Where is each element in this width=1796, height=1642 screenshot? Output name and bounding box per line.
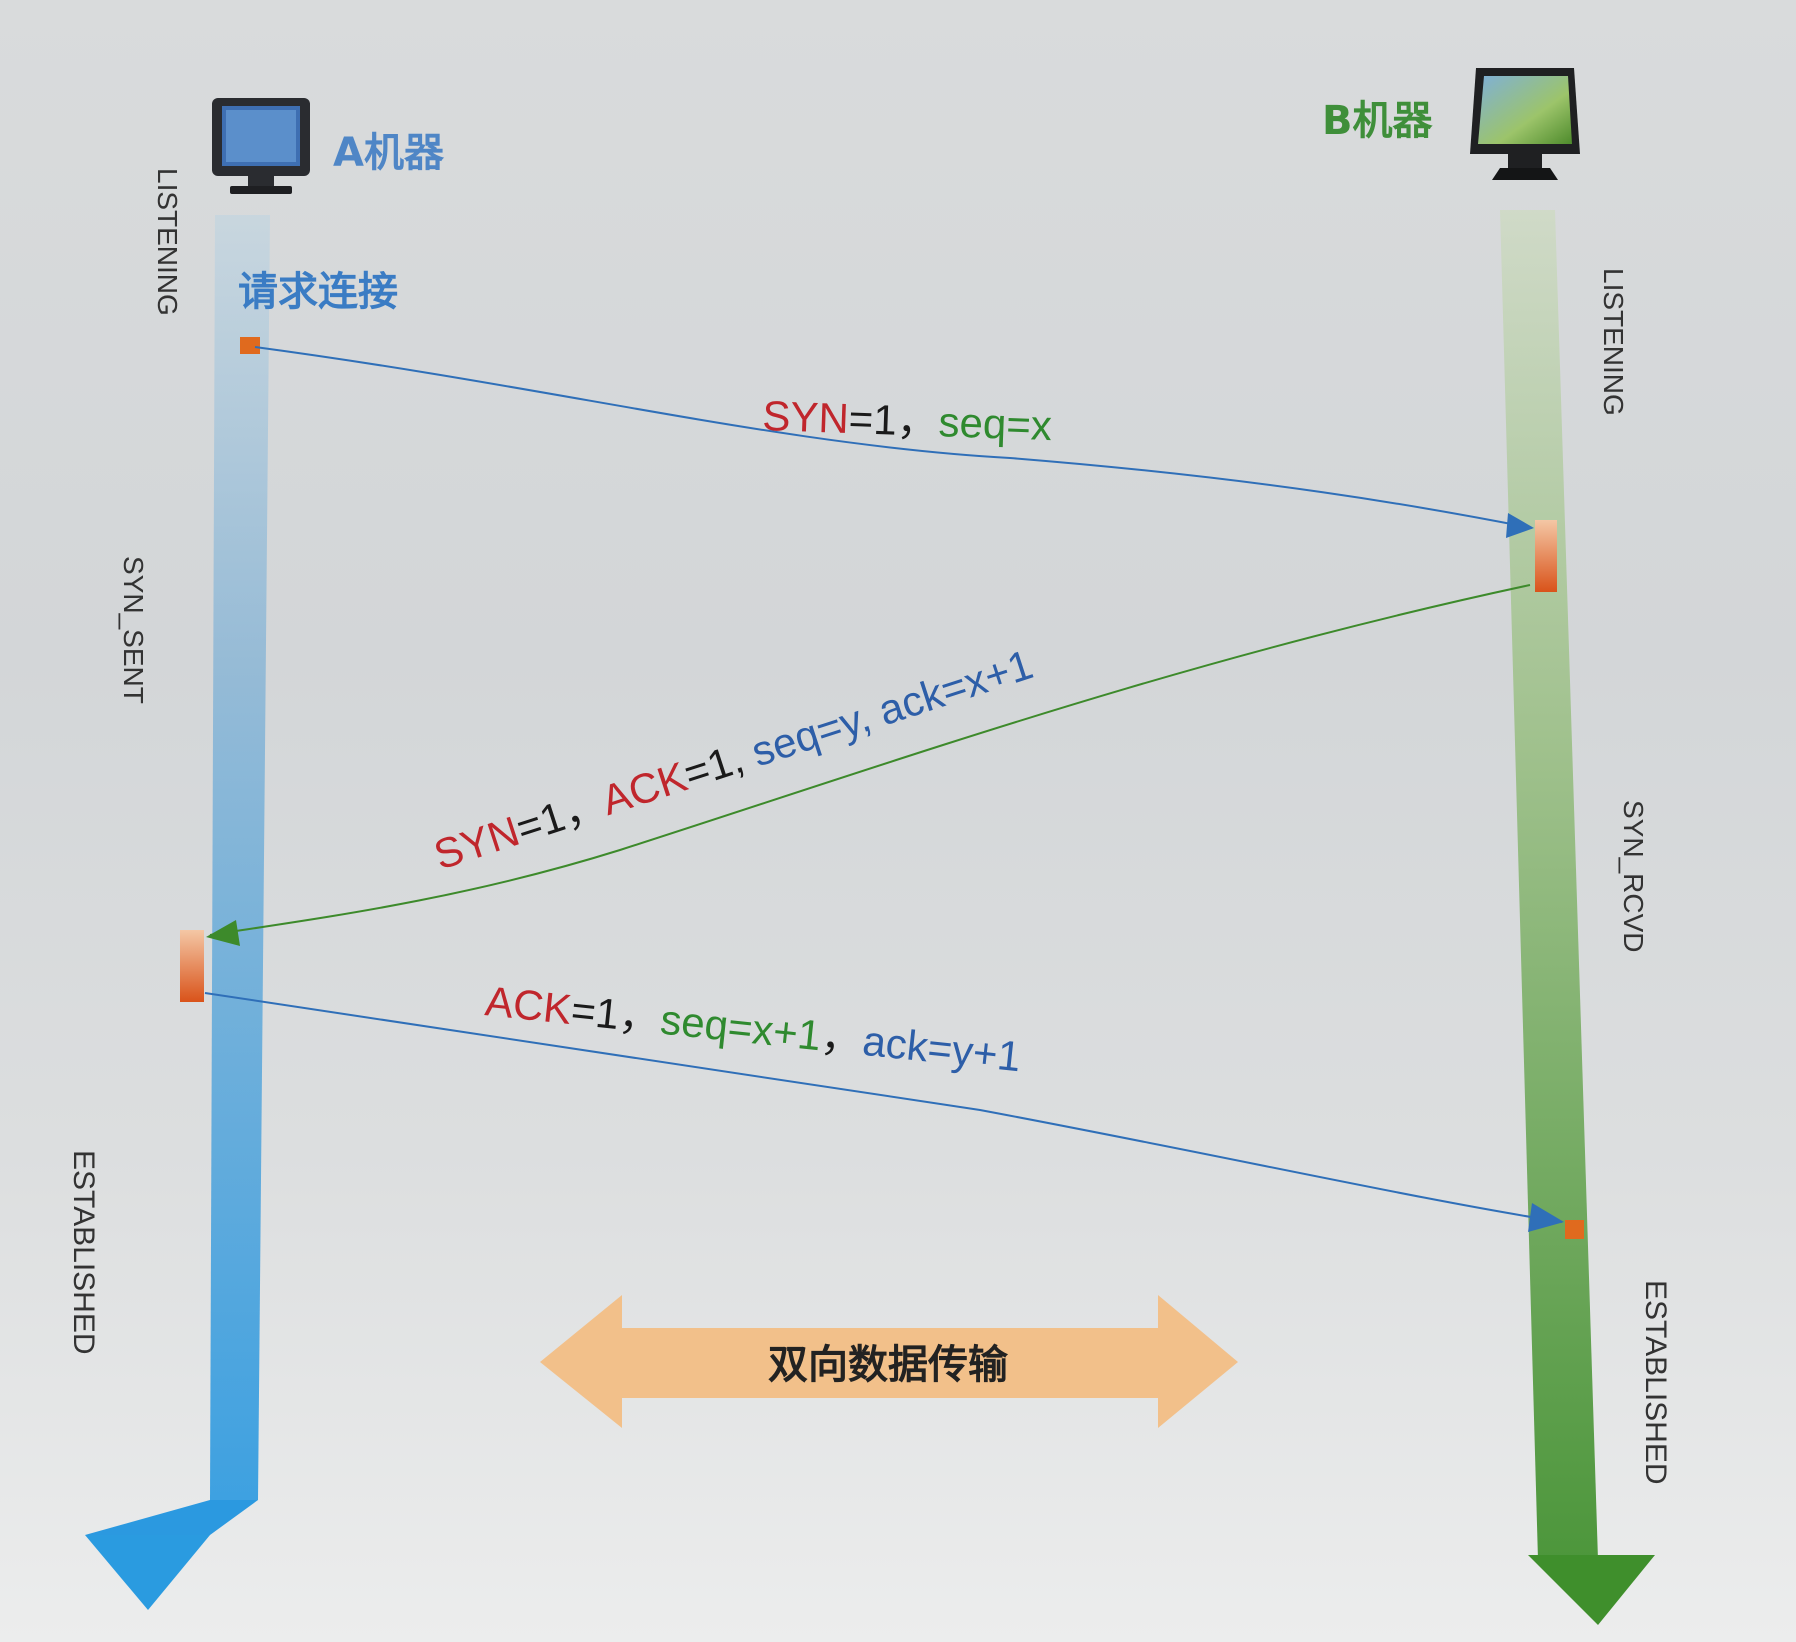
message-part: ACK xyxy=(596,753,693,824)
message-part: SYN xyxy=(428,807,525,878)
message-part: ack=y+1 xyxy=(860,1017,1023,1080)
machine-a-label: A机器 xyxy=(333,130,445,176)
data-transfer-label: 双向数据传输 xyxy=(768,1342,1009,1388)
state-b-listening: LISTENING xyxy=(1598,268,1629,416)
message-part: =1， xyxy=(848,395,939,445)
message-label-ack: ACK=1，seq=x+1，ack=y+1 xyxy=(483,977,1023,1080)
event-marker-b-recv-syn xyxy=(1535,520,1557,592)
message-part: =1， xyxy=(510,779,610,851)
timeline-a xyxy=(85,215,270,1610)
computer-monitor-icon xyxy=(1470,68,1580,180)
event-marker-a-send-syn xyxy=(240,337,260,354)
arrow-head xyxy=(1506,513,1534,538)
state-a-established: ESTABLISHED xyxy=(67,1150,100,1355)
event-marker-a-recv-synack xyxy=(180,930,204,1002)
message-part: ， xyxy=(819,1012,866,1063)
message-part: =1, xyxy=(678,731,760,798)
message-part: ACK xyxy=(483,977,574,1033)
message-arrow-synack xyxy=(209,584,1531,936)
message-part: seq=x xyxy=(938,398,1053,449)
message-label-syn: SYN=1，seq=x xyxy=(762,392,1053,449)
arrow-head xyxy=(206,920,240,946)
message-part: seq=y, ack=x+1 xyxy=(746,640,1038,775)
event-marker-b-recv-ack xyxy=(1565,1220,1584,1239)
message-part: seq=x+1 xyxy=(658,996,823,1060)
state-a-listening: LISTENING xyxy=(152,168,183,316)
machine-b-label: B机器 xyxy=(1322,98,1433,144)
state-a-syn-sent: SYN_SENT xyxy=(118,556,149,704)
arrow-head xyxy=(1528,1203,1564,1232)
request-label: 请求连接 xyxy=(238,269,398,315)
message-part: =1， xyxy=(569,986,663,1042)
message-label-synack: SYN=1，ACK=1, seq=y, ack=x+1 xyxy=(428,640,1038,878)
bidirectional-arrow xyxy=(540,1295,1238,1428)
computer-monitor-icon xyxy=(212,98,310,194)
state-b-syn-rcvd: SYN_RCVD xyxy=(1618,800,1649,952)
state-b-established: ESTABLISHED xyxy=(1639,1280,1672,1485)
message-part: SYN xyxy=(762,392,850,442)
message-arrow-syn xyxy=(254,346,1533,531)
message-arrow-ack xyxy=(204,992,1563,1223)
